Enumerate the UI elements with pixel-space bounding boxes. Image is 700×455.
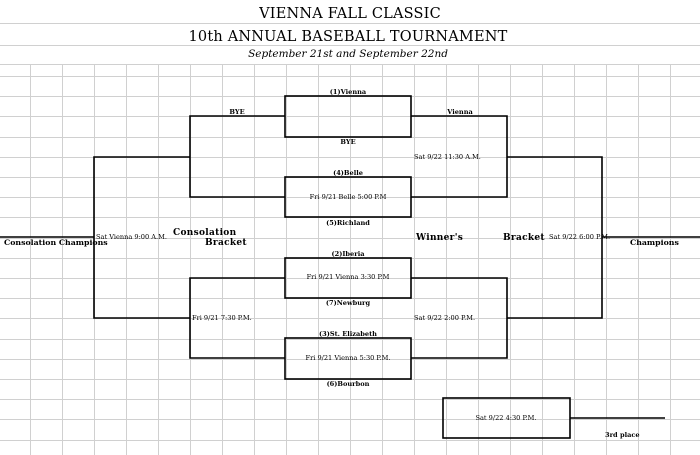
team-vienna-advance: Vienna [447, 108, 473, 116]
label-third-place: 3rd place [605, 431, 640, 439]
label-consolation-champions: Consolation Champions [4, 238, 108, 247]
box-vienna-bye [284, 95, 412, 138]
game-consolation-semi: Fri 9/21 7:30 P.M. [192, 314, 252, 322]
consolation-semi-top-bracket [189, 115, 285, 198]
team-seed3: (3)St. Elizabeth [319, 330, 377, 338]
team-seed4: (4)Belle [333, 169, 363, 177]
game-belle: Fri 9/21 Belle 5:00 P.M [309, 193, 387, 201]
game-winners-semi-bottom: Sat 9/22 2:00 P.M. [414, 314, 476, 322]
tournament-dates: September 21st and September 22nd [248, 48, 448, 60]
label-consolation: Consolation [173, 228, 237, 238]
team-seed6: (6)Bourbon [326, 380, 370, 388]
label-winners: Winner's [416, 233, 464, 243]
label-bracket-right: Bracket [503, 233, 545, 243]
team-seed5: (5)Richland [326, 219, 370, 227]
label-champions: Champions [630, 238, 679, 247]
team-seed7: (7)Newburg [325, 299, 371, 307]
label-bracket-left: Bracket [205, 238, 247, 248]
game-consolation-final: Sat Vienna 9:00 A.M. [96, 233, 167, 241]
team-bye-top: BYE [229, 108, 245, 116]
game-winners-semi-top: Sat 9/22 11:30 A.M. [414, 153, 481, 161]
team-seed2: (2)Iberia [331, 250, 365, 258]
game-iberia: Fri 9/21 Vienna 3:30 P.M [306, 273, 390, 281]
game-st-elizabeth: Fri 9/21 Vienna 5:30 P.M. [305, 354, 391, 362]
team-seed1: (1)Vienna [329, 88, 367, 96]
tournament-title: VIENNA FALL CLASSIC [259, 6, 441, 22]
game-third-place: Sat 9/22 4:30 P.M. [475, 414, 537, 422]
team-bye-bottom: BYE [340, 138, 356, 146]
tournament-subtitle: 10th ANNUAL BASEBALL TOURNAMENT [188, 29, 508, 45]
game-winners-final: Sat 9/22 6:00 P.M. [549, 233, 611, 241]
